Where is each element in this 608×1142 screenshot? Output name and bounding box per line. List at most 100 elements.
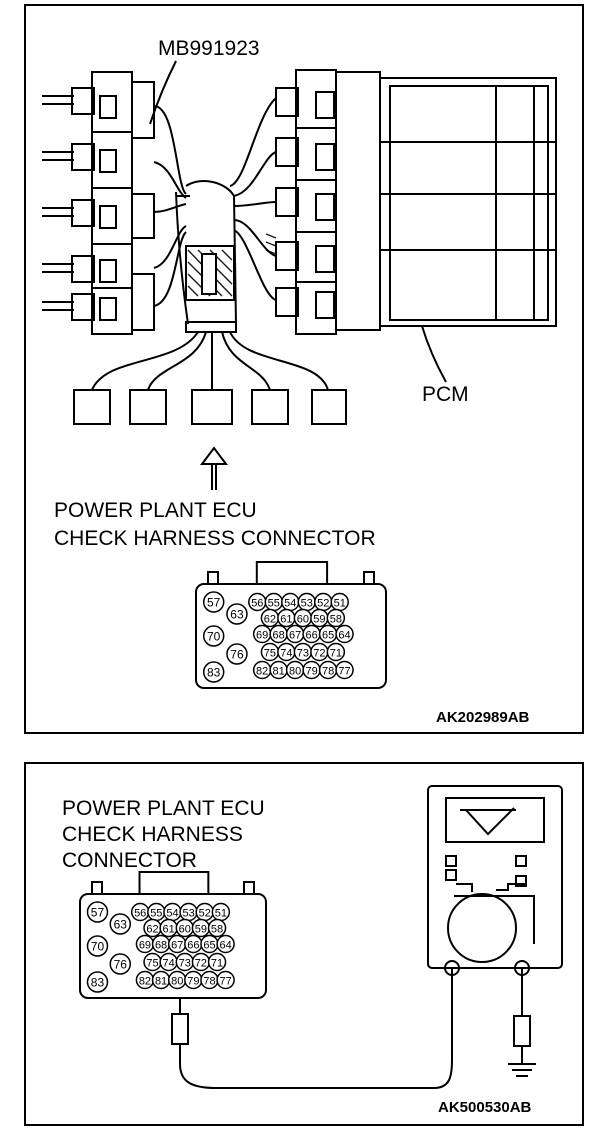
pin-53-label: 53 [301,598,313,610]
pin-57-label: 57 [207,596,221,610]
pin-67-label: 67 [171,940,183,952]
pin-77-circle [335,660,354,680]
pin-83-circle [86,971,109,993]
pin-58-circle [207,918,227,938]
pin-54-label: 54 [284,598,296,610]
pin-69-label: 69 [256,630,268,642]
pin-59-label: 59 [195,924,207,936]
pin-72-label: 72 [313,648,325,660]
pin-67-label: 67 [289,630,301,642]
figure-code: AK500530AB [438,1099,532,1116]
pin-79-label: 79 [187,976,199,988]
pin-70-circle [202,625,225,647]
pin-76-circle [109,953,132,975]
pin-77-label: 77 [338,666,350,678]
check-harness-connector: 57 63 70 76 83 56 55 54 53 52 51 62 61 60 59 58 69 68 67 66… [195,561,387,689]
pin-75-label: 75 [146,958,158,970]
pin-83-circle [202,661,225,683]
pin-63-circle [109,913,132,935]
pin-64-circle [335,624,354,644]
pin-82-label: 82 [139,976,151,988]
connector-caption-line-3: CONNECTOR [62,849,197,872]
pin-73-label: 73 [179,958,191,970]
pin-83-label: 83 [207,666,221,680]
pin-51-label: 51 [215,908,227,920]
pin-64-label: 64 [338,630,350,642]
pin-61-label: 61 [163,924,175,936]
pin-75-label: 75 [264,648,276,660]
pin-60-label: 60 [297,614,309,626]
pin-80-label: 80 [171,976,183,988]
pin-68-label: 68 [155,940,167,952]
pin-83-label: 83 [91,976,105,990]
pin-57-circle [202,591,225,613]
pin-69-label: 69 [139,940,151,952]
pin-79-label: 79 [305,666,317,678]
pin-59-label: 59 [313,614,325,626]
pin-63-circle [226,603,248,625]
pin-78-label: 78 [322,666,334,678]
pin-57-label: 57 [91,906,105,920]
pin-65-label: 65 [203,940,215,952]
pin-55-label: 55 [150,908,162,920]
pin-74-label: 74 [163,958,175,970]
pin-55-label: 55 [268,598,280,610]
pin-58-label: 58 [211,924,223,936]
pin-71-label: 71 [330,648,342,660]
pin-70-label: 70 [91,940,105,954]
pin-62-label: 62 [264,614,276,626]
pin-68-label: 68 [273,630,285,642]
connector-caption-line-2: CHECK HARNESS [62,823,243,846]
pin-60-label: 60 [179,924,191,936]
pin-76-label: 76 [114,958,128,972]
pin-71-circle [326,642,346,662]
pin-78-label: 78 [203,976,215,988]
pin-56-label: 56 [134,908,146,920]
pin-52-label: 52 [199,908,211,920]
figure-harness-connection: 57 63 70 76 83 56 55 54 53 52 51 62 61 60 59 58 69 68 67 66… [24,4,584,734]
pin-80-label: 80 [289,666,301,678]
pin-51-label: 51 [334,598,346,610]
pcm-label: PCM [422,383,469,406]
pin-56-label: 56 [251,598,263,610]
pin-74-label: 74 [280,648,292,660]
pin-66-label: 66 [305,630,317,642]
check-harness-connector: 57 63 70 76 83 56 55 54 53 52 51 62 61 60 59 58 69 68 67 66… [79,871,267,999]
pin-57-circle [86,901,109,923]
pin-77-label: 77 [219,976,231,988]
pin-81-label: 81 [155,976,167,988]
connector-caption-line-1: POWER PLANT ECU [54,499,257,522]
pin-76-circle [226,643,248,665]
pin-77-circle [216,970,235,990]
pin-58-label: 58 [330,614,342,626]
tool-label: MB991923 [158,37,260,60]
figure-voltage-measurement: 57 63 70 76 83 56 55 54 53 52 51 62 61 60 59 58 69 68 67 66… [24,762,584,1126]
pin-52-label: 52 [317,598,329,610]
pin-70-circle [86,935,109,957]
harness-diagram: 57 63 70 76 83 56 55 54 53 52 51 62 61 60 59 58 69 68 67 66… [42,60,557,689]
voltmeter-icon [427,785,563,969]
pin-53-label: 53 [182,908,194,920]
pin-62-label: 62 [146,924,158,936]
pin-64-label: 64 [219,940,231,952]
connector-caption-line-1: POWER PLANT ECU [62,797,265,820]
pin-65-label: 65 [322,630,334,642]
pin-82-label: 82 [256,666,268,678]
pin-58-circle [326,608,346,628]
measurement-diagram: 57 63 70 76 83 56 55 54 53 52 51 62 61 60 59 58 69 68 67 66… [79,785,563,1089]
connector-caption-line-2: CHECK HARNESS CONNECTOR [54,527,376,550]
pin-61-label: 61 [280,614,292,626]
pin-63-label: 63 [230,608,244,622]
pin-54-label: 54 [166,908,178,920]
pin-63-label: 63 [114,918,128,932]
pin-73-label: 73 [297,648,309,660]
pin-64-circle [216,934,235,954]
pin-81-label: 81 [273,666,285,678]
figure-code: AK202989AB [436,709,530,726]
pin-66-label: 66 [187,940,199,952]
pin-71-label: 71 [211,958,223,970]
pin-76-label: 76 [230,648,244,662]
pin-72-label: 72 [195,958,207,970]
pin-71-circle [207,952,227,972]
pin-70-label: 70 [207,630,221,644]
